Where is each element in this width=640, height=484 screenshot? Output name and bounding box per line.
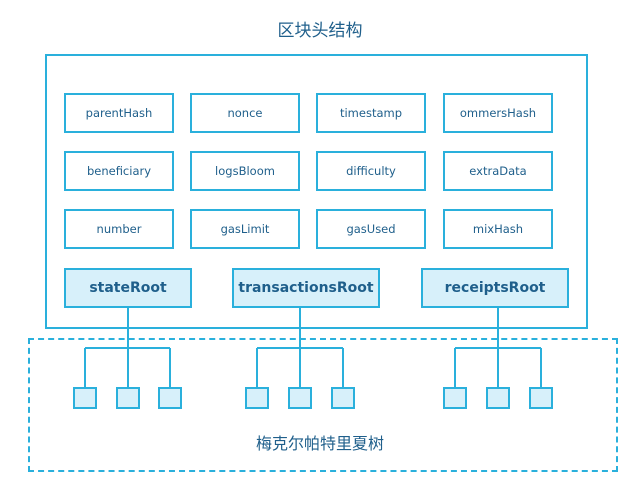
diagram-title: 区块头结构 <box>277 21 363 41</box>
block-header-box <box>45 54 588 329</box>
field-mixhash: mixHash <box>443 209 553 249</box>
field-parenthash: parentHash <box>64 93 174 133</box>
field-timestamp: timestamp <box>316 93 426 133</box>
trie-leaf-node <box>73 387 97 409</box>
field-gasused: gasUsed <box>316 209 426 249</box>
field-beneficiary: beneficiary <box>64 151 174 191</box>
field-nonce: nonce <box>190 93 300 133</box>
trie-leaf-node <box>288 387 312 409</box>
field-logsbloom: logsBloom <box>190 151 300 191</box>
trie-label: 梅克尔帕特里夏树 <box>255 434 384 453</box>
field-ommershash: ommersHash <box>443 93 553 133</box>
trie-leaf-node <box>529 387 553 409</box>
field-difficulty: difficulty <box>316 151 426 191</box>
trie-leaf-node <box>443 387 467 409</box>
trie-leaf-node <box>486 387 510 409</box>
root-transactionsroot: transactionsRoot <box>232 268 380 308</box>
field-gaslimit: gasLimit <box>190 209 300 249</box>
field-number: number <box>64 209 174 249</box>
root-receiptsroot: receiptsRoot <box>421 268 569 308</box>
trie-leaf-node <box>331 387 355 409</box>
root-stateroot: stateRoot <box>64 268 192 308</box>
trie-leaf-node <box>158 387 182 409</box>
merkle-patricia-trie-box <box>28 338 618 472</box>
trie-leaf-node <box>116 387 140 409</box>
trie-leaf-node <box>245 387 269 409</box>
field-extradata: extraData <box>443 151 553 191</box>
